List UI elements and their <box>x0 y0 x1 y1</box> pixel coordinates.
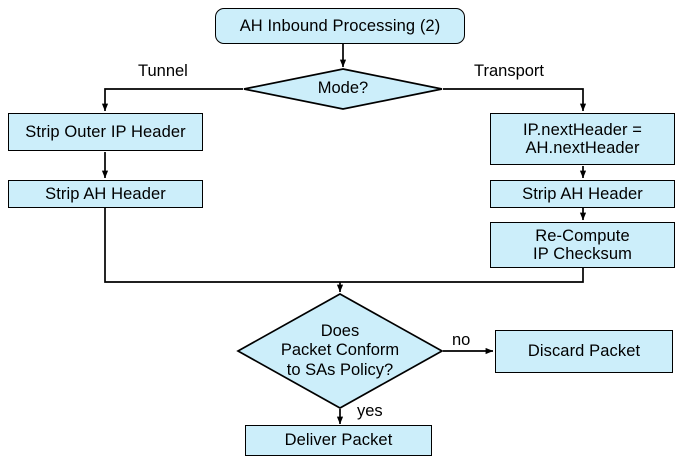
edge-label-transport: Transport <box>474 62 544 80</box>
node-discard-packet[interactable]: Discard Packet <box>495 330 673 373</box>
node-policy-decision[interactable]: Does Packet Conform to SAs Policy? <box>236 293 444 409</box>
edge-label-no: no <box>452 331 471 349</box>
node-strip-outer-ip-header[interactable]: Strip Outer IP Header <box>8 113 203 151</box>
edge-mode-transport <box>443 88 587 112</box>
mode-diamond-shape <box>243 68 443 110</box>
node-ip-nextheader-assignment[interactable]: IP.nextHeader = AH.nextHeader <box>490 113 675 165</box>
edge-label-yes: yes <box>357 402 383 420</box>
node-policy-decision-label: Does Packet Conform to SAs Policy? <box>280 322 400 379</box>
node-strip-ah-header-transport[interactable]: Strip AH Header <box>490 180 675 208</box>
policy-diamond-shape <box>236 293 444 409</box>
node-recompute-ip-checksum[interactable]: Re-Compute IP Checksum <box>490 222 675 268</box>
edge-mode-tunnel <box>101 88 243 112</box>
node-strip-ah-header-tunnel[interactable]: Strip AH Header <box>8 180 203 208</box>
node-mode-decision[interactable]: Mode? <box>243 68 443 110</box>
node-ah-inbound-processing[interactable]: AH Inbound Processing (2) <box>215 8 465 44</box>
edge-label-tunnel: Tunnel <box>138 62 188 80</box>
node-mode-decision-label: Mode? <box>317 79 369 98</box>
node-deliver-packet[interactable]: Deliver Packet <box>245 425 432 456</box>
